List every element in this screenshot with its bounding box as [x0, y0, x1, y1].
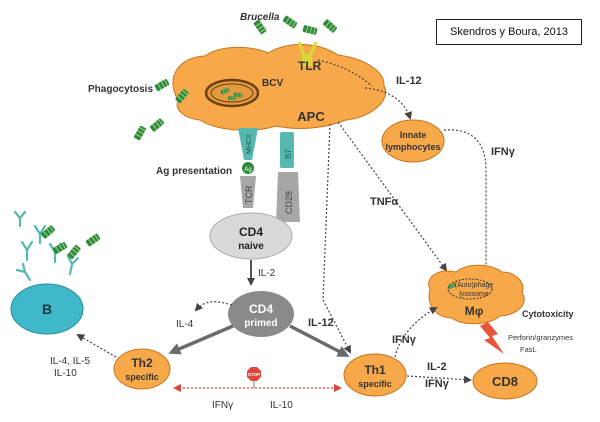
innate-label-2: lymphocytes [385, 142, 440, 152]
cd8-label: CD8 [492, 374, 518, 389]
antigen-icon [242, 162, 254, 174]
cd4-naive-label-2: naive [238, 241, 264, 252]
th1-label-2: specific [358, 379, 392, 389]
apc-to-macrophage-arrow [337, 121, 448, 272]
cytotoxicity-label: Cytotoxicity [522, 309, 574, 319]
il2-label: IL-2 [258, 268, 276, 279]
antibody-icons [13, 210, 80, 282]
th1-to-macrophage-arrow [394, 307, 438, 358]
ag-presentation-label: Ag presentation [156, 166, 232, 177]
lysosome-label-2: lysosome [459, 291, 489, 298]
bacterium-icon [84, 232, 102, 248]
citation-box: Skendros y Boura, 2013 [436, 19, 582, 45]
mhcii-label: MHCII [246, 134, 253, 154]
cd8-cell [472, 362, 538, 400]
cd28-receptor [276, 172, 300, 222]
tlr-label: TLR [298, 59, 322, 73]
bacterium-icon [148, 117, 166, 133]
bcv-label: BCV [262, 78, 283, 89]
tnfa-label: TNFα [370, 196, 398, 208]
ifng-mid-label: IFNγ [392, 334, 417, 346]
th2-cell [113, 348, 171, 390]
cd4-primed-cell [228, 291, 294, 337]
il4-loop-arrow [194, 301, 233, 312]
apc-to-innate-arrow [364, 87, 413, 120]
th2-cytokines-label-2: IL-10 [54, 368, 77, 379]
bacterium-icon [281, 14, 299, 30]
ifng-right-label: IFNγ [491, 146, 516, 158]
cd28-label: CD28 [284, 191, 294, 214]
bacterium-icon [132, 124, 148, 142]
innate-label-1: Innate [400, 130, 427, 140]
b7-receptor [280, 132, 294, 168]
ifng-cd8-label: IFNγ [425, 378, 450, 390]
macrophage-cell [428, 264, 525, 325]
th2-to-b-arrow [76, 333, 117, 358]
bacterium-icon [301, 24, 319, 36]
lightning-bolt-icon [480, 322, 504, 354]
apc-to-th1-arrow-head [322, 299, 351, 354]
bacterium-icon [39, 224, 57, 240]
il12-mid-label: IL-12 [308, 317, 334, 329]
il10-bottom-label: IL-10 [270, 400, 293, 411]
apc-cell [172, 44, 387, 131]
ifng-bottom-label: IFNγ [212, 400, 233, 411]
th1-label-1: Th1 [364, 363, 386, 377]
fasl-label: FasL [520, 345, 537, 354]
th1-cell [343, 353, 407, 397]
tcr-receptor [240, 176, 256, 208]
lysosome-label-1: (Auto)phage [455, 282, 494, 289]
b-cell [10, 283, 84, 335]
b7-label: B7 [284, 149, 293, 159]
mhcii-receptor [238, 128, 258, 160]
b-cell-label: B [42, 301, 52, 317]
tlr-receptor [297, 41, 318, 66]
svg-text:STOP: STOP [248, 372, 260, 377]
innate-to-macrophage-arrow [443, 129, 490, 274]
cd4-naive-label-1: CD4 [239, 225, 263, 239]
cd4-primed-label-2: primed [244, 318, 277, 329]
apc-to-th1-arrow [322, 123, 331, 301]
brucella-label: Brucella [240, 12, 280, 23]
il2-cd8-label: IL-2 [427, 361, 447, 373]
il12-top-label: IL-12 [396, 75, 422, 87]
phagocytosis-label: Phagocytosis [88, 84, 153, 95]
stop-sign-icon: STOP [247, 367, 261, 388]
bacterium-icon [227, 95, 237, 101]
th2-label-2: specific [125, 372, 159, 382]
primed-to-th2-arrow [168, 324, 234, 355]
citation-text: Skendros y Boura, 2013 [449, 26, 569, 38]
bacterium-icon [321, 18, 339, 34]
bcv-inner [210, 83, 254, 103]
apc-label: APC [297, 109, 325, 124]
il4-label: IL-4 [176, 319, 194, 330]
ag-label: Ag [244, 167, 251, 173]
macrophage-label: Mφ [465, 304, 484, 318]
innate-lymphocytes-cell [381, 119, 445, 163]
cd4-naive-cell [209, 212, 293, 260]
cd4-primed-label-1: CD4 [249, 302, 273, 316]
th2-label-1: Th2 [131, 356, 153, 370]
perforin-label: Perforin/granzymes [508, 333, 573, 342]
th2-cytokines-label-1: IL-4, IL-5 [50, 356, 90, 367]
lysosome-vacuole [447, 278, 493, 300]
bacterium-icon [153, 77, 171, 93]
th1-to-cd8-arrow [406, 375, 472, 384]
tcr-label: TCR [244, 185, 254, 204]
primed-to-th1-arrow [289, 324, 350, 357]
bcv-vacuole [204, 78, 260, 108]
tlr-signal-arrow [317, 59, 373, 87]
